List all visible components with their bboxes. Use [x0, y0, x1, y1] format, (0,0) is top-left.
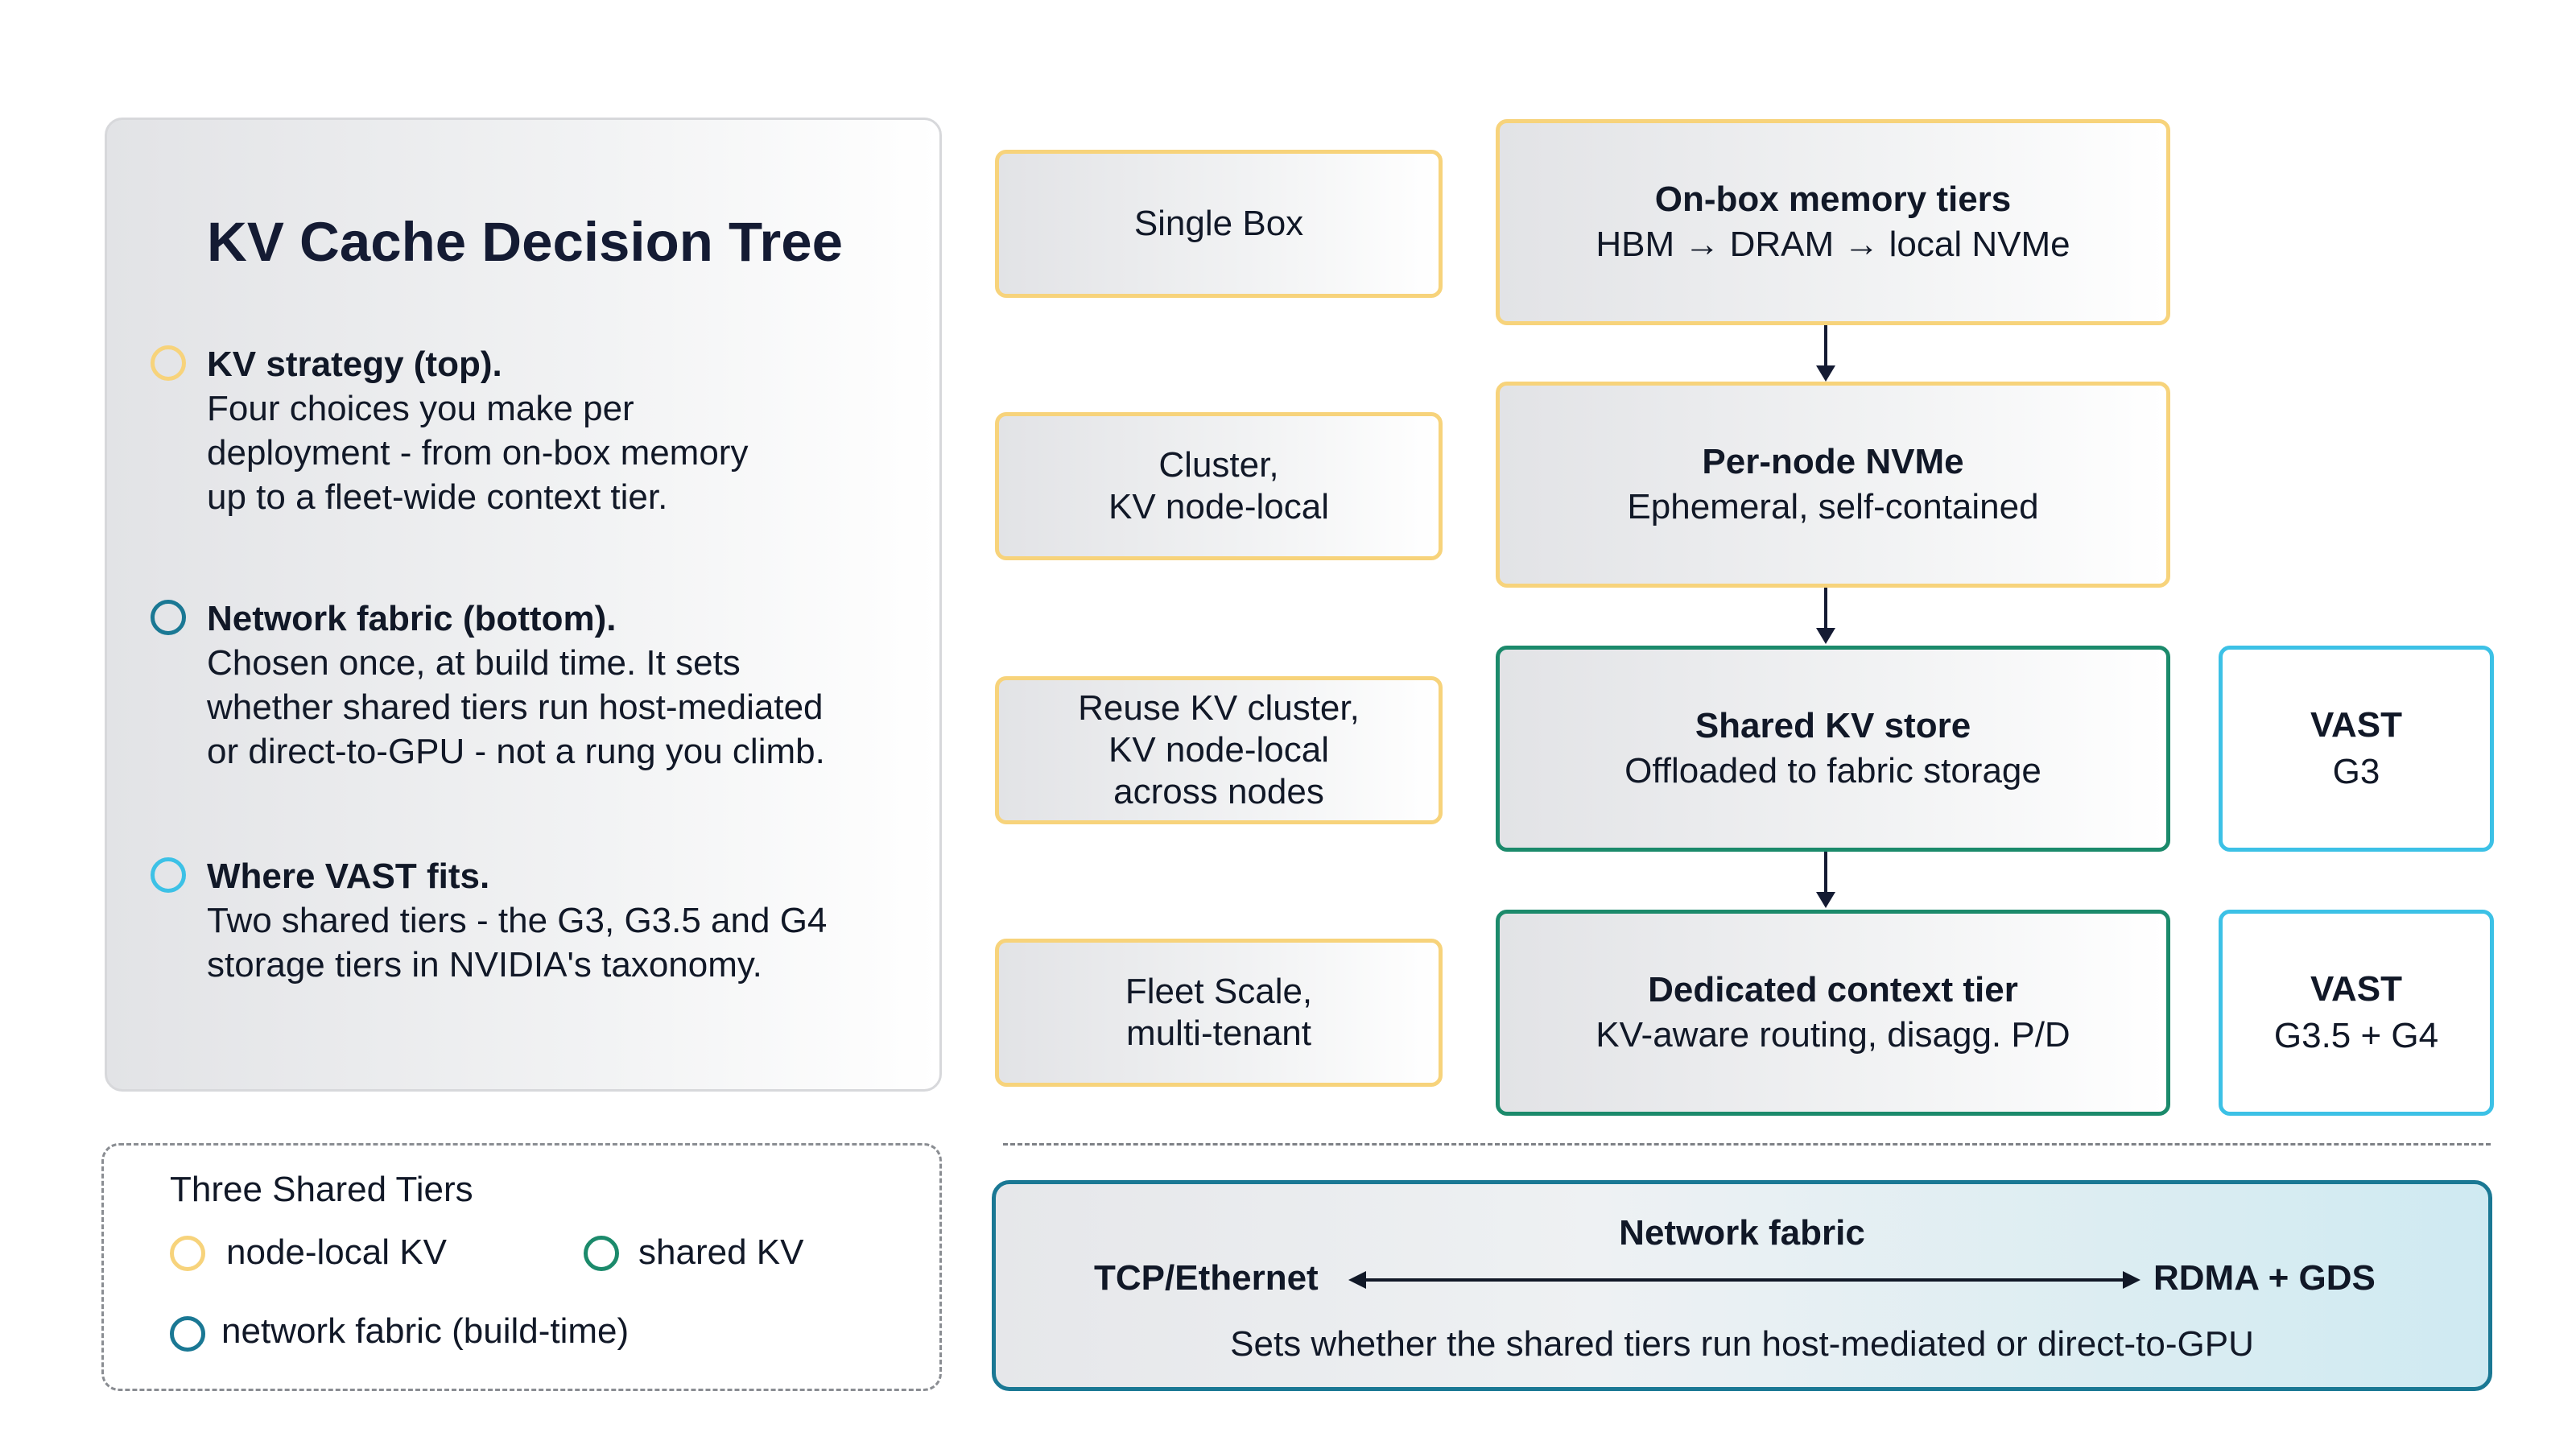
- decision-tree-panel: KV Cache Decision Tree KV strategy (top)…: [105, 118, 942, 1092]
- down-arrow-icon: [1816, 588, 1835, 644]
- info-line: deployment - from on-box memory: [207, 433, 749, 473]
- info-heading: KV strategy (top).: [207, 345, 502, 384]
- tier-dedicated-context: Dedicated context tier KV-aware routing,…: [1496, 910, 2170, 1116]
- legend-title: Three Shared Tiers: [170, 1170, 473, 1209]
- scale-single-box: Single Box: [995, 150, 1443, 298]
- network-fabric-box: Network fabric TCP/Ethernet RDMA + GDS S…: [992, 1180, 2492, 1391]
- tier-subtitle: HBM → DRAM → local NVMe: [1596, 225, 2070, 264]
- legend-item-network-fabric: network fabric (build-time): [221, 1311, 630, 1351]
- divider: [1003, 1143, 2491, 1146]
- scale-label: Cluster, KV node-local: [1108, 445, 1329, 526]
- scale-reuse-kv-cluster: Reuse KV cluster, KV node-local across n…: [995, 676, 1443, 824]
- scale-label: Single Box: [1133, 204, 1304, 243]
- teal-circle-icon: [151, 600, 186, 635]
- tier-subtitle: Ephemeral, self-contained: [1627, 487, 2039, 526]
- info-line: storage tiers in NVIDIA's taxonomy.: [207, 945, 762, 985]
- vast-title: VAST: [2310, 705, 2403, 745]
- page-title: KV Cache Decision Tree: [207, 211, 843, 273]
- scale-label: Fleet Scale, multi-tenant: [1125, 972, 1313, 1053]
- tier-subtitle: Offloaded to fabric storage: [1624, 751, 2041, 791]
- fabric-description: Sets whether the shared tiers run host-m…: [1230, 1324, 2254, 1364]
- info-kv-strategy: KV strategy (top). Four choices you make…: [207, 342, 931, 519]
- fabric-title: Network fabric: [1619, 1213, 1865, 1253]
- down-arrow-icon: [1816, 325, 1835, 382]
- down-arrow-icon: [1816, 852, 1835, 908]
- tier-title: Dedicated context tier: [1648, 970, 2018, 1009]
- legend-item-shared-kv: shared KV: [638, 1232, 804, 1272]
- info-where-vast-fits: Where VAST fits. Two shared tiers - the …: [207, 854, 931, 987]
- green-circle-icon: [584, 1236, 619, 1271]
- info-network-fabric: Network fabric (bottom). Chosen once, at…: [207, 597, 931, 774]
- info-line: up to a fleet-wide context tier.: [207, 477, 668, 517]
- tier-title: Per-node NVMe: [1702, 442, 1964, 481]
- legend-box: Three Shared Tiers node-local KV shared …: [101, 1143, 942, 1391]
- yellow-circle-icon: [170, 1236, 205, 1271]
- tier-per-node-nvme: Per-node NVMe Ephemeral, self-contained: [1496, 382, 2170, 588]
- vast-g3-box: VAST G3: [2219, 646, 2494, 852]
- double-arrow-icon: [1348, 1271, 2140, 1289]
- scale-cluster: Cluster, KV node-local: [995, 412, 1443, 560]
- tier-shared-kv-store: Shared KV store Offloaded to fabric stor…: [1496, 646, 2170, 852]
- info-line: Chosen once, at build time. It sets: [207, 643, 741, 683]
- vast-subtitle: G3.5 + G4: [2273, 1016, 2439, 1055]
- info-line: or direct-to-GPU - not a rung you climb.: [207, 732, 825, 771]
- tier-title: Shared KV store: [1695, 706, 1971, 745]
- info-line: whether shared tiers run host-mediated: [207, 687, 824, 727]
- scale-label: Reuse KV cluster, KV node-local across n…: [1078, 688, 1360, 811]
- vast-title: VAST: [2310, 969, 2403, 1009]
- legend-item-node-local: node-local KV: [226, 1232, 447, 1272]
- info-line: Two shared tiers - the G3, G3.5 and G4: [207, 901, 828, 940]
- vast-g35-g4-box: VAST G3.5 + G4: [2219, 910, 2494, 1116]
- vast-subtitle: G3: [2332, 752, 2380, 791]
- teal-circle-icon: [170, 1316, 205, 1352]
- info-line: Four choices you make per: [207, 389, 634, 428]
- fabric-left-label: TCP/Ethernet: [1094, 1258, 1319, 1298]
- info-heading: Where VAST fits.: [207, 857, 490, 896]
- tier-subtitle: KV-aware routing, disagg. P/D: [1596, 1015, 2070, 1055]
- scale-fleet: Fleet Scale, multi-tenant: [995, 939, 1443, 1087]
- yellow-circle-icon: [151, 345, 186, 381]
- tier-on-box-memory: On-box memory tiers HBM → DRAM → local N…: [1496, 119, 2170, 325]
- tier-title: On-box memory tiers: [1654, 180, 2012, 219]
- fabric-right-label: RDMA + GDS: [2153, 1258, 2376, 1298]
- cyan-circle-icon: [151, 857, 186, 893]
- info-heading: Network fabric (bottom).: [207, 599, 617, 638]
